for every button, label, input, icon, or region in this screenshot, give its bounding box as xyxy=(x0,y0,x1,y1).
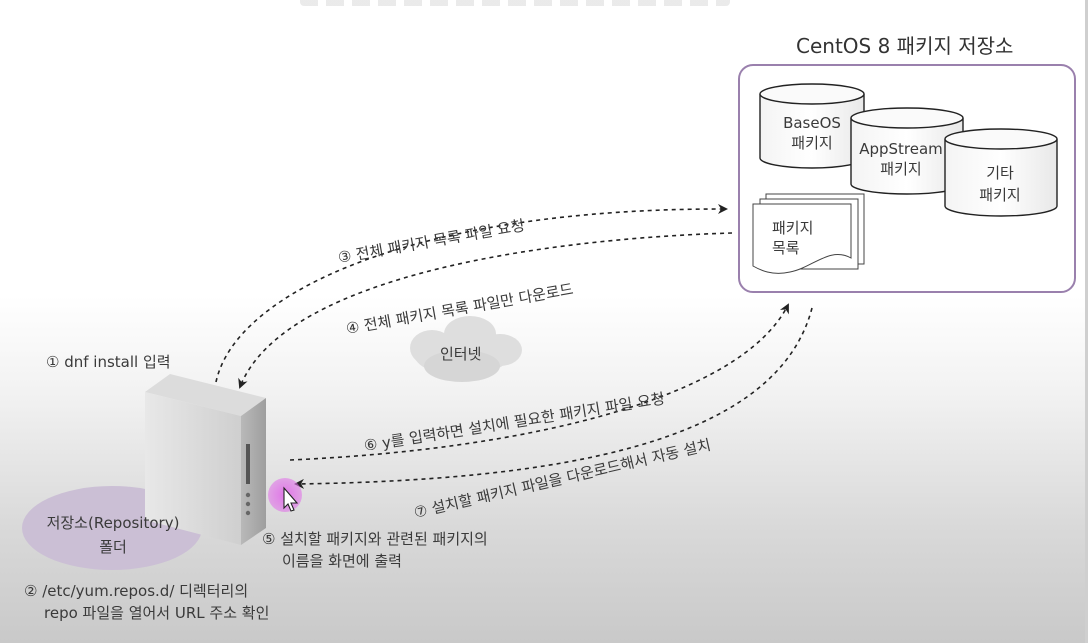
step-5-line2: 이름을 화면에 출력 xyxy=(282,552,402,570)
baseos-line2: 패키지 xyxy=(791,134,833,152)
other-line2: 패키지 xyxy=(979,186,1021,204)
other-cylinder xyxy=(944,128,1058,217)
appstream-line1: AppStream xyxy=(859,140,943,158)
local-repository-line1: 저장소(Repository) xyxy=(46,514,180,532)
appstream-cylinder xyxy=(850,107,964,195)
step-2-line2: repo 파일을 열어서 URL 주소 확인 xyxy=(44,604,270,622)
arrow-download-packages xyxy=(294,307,813,489)
repository-title: CentOS 8 패키지 저장소 xyxy=(796,34,1014,58)
appstream-line2: 패키지 xyxy=(880,160,922,178)
arrow-request-list xyxy=(215,203,728,383)
arrow-request-packages xyxy=(289,303,789,461)
package-list-document xyxy=(752,193,865,274)
step-1-label: ① dnf install 입력 xyxy=(46,353,171,371)
appstream-label: AppStream 패키지 xyxy=(856,139,946,179)
step-5-label: ⑤ 설치할 패키지와 관련된 패키지의 이름을 화면에 출력 xyxy=(262,528,488,572)
step-2-line1: ② /etc/yum.repos.d/ 디렉터리의 xyxy=(24,582,249,600)
package-list-line1: 패키지 xyxy=(772,219,814,237)
server-icon xyxy=(145,374,266,545)
baseos-cylinder xyxy=(759,83,865,169)
step-5-line1: ⑤ 설치할 패키지와 관련된 패키지의 xyxy=(262,530,488,548)
internet-cloud xyxy=(410,316,522,382)
other-label: 기타 패키지 xyxy=(966,162,1034,206)
cropped-title-remnant xyxy=(300,0,730,6)
package-list-label: 패키지 목록 xyxy=(772,218,813,258)
window-edge xyxy=(1085,0,1088,643)
package-list-line2: 목록 xyxy=(772,239,800,257)
local-repository-line2: 폴더 xyxy=(99,538,127,556)
internet-label: 인터넷 xyxy=(440,345,482,363)
arrow-download-list xyxy=(238,232,733,389)
local-repository-label: 저장소(Repository) 폴더 xyxy=(38,511,188,559)
baseos-line1: BaseOS xyxy=(783,114,841,132)
mouse-cursor-icon xyxy=(283,486,299,512)
other-line1: 기타 xyxy=(986,164,1014,182)
step-2-label: ② /etc/yum.repos.d/ 디렉터리의 repo 파일을 열어서 U… xyxy=(24,580,269,624)
baseos-label: BaseOS 패키지 xyxy=(778,113,846,153)
